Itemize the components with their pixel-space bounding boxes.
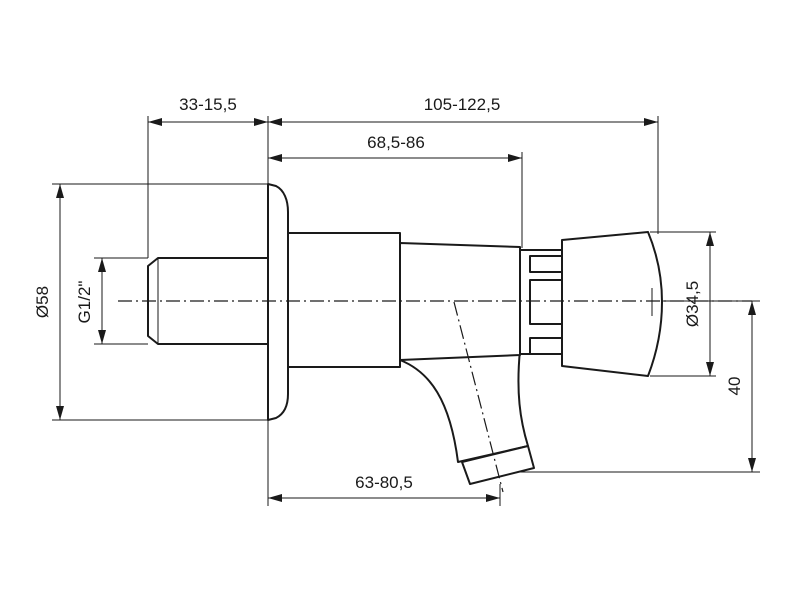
outlet-spout <box>399 349 529 463</box>
label-thread: G1/2" <box>75 281 94 324</box>
dimension-outlet-drop <box>748 301 756 472</box>
label-outlet-drop: 40 <box>725 377 744 396</box>
label-body-length: 68,5-86 <box>367 133 425 152</box>
dimension-flange-depth <box>148 118 268 126</box>
extension-lines <box>52 116 760 506</box>
dimension-thread <box>98 258 106 344</box>
ring-groove-1 <box>529 255 563 273</box>
ring-groove-3 <box>529 337 563 355</box>
dimension-knob-diameter <box>706 232 714 376</box>
label-overall-length: 105-122,5 <box>424 95 501 114</box>
label-knob-diameter: Ø34,5 <box>683 281 702 327</box>
label-outlet-offset: 63-80,5 <box>355 473 413 492</box>
outlet-nozzle <box>461 445 535 485</box>
label-flange-diameter: Ø58 <box>33 286 52 318</box>
wall-flange <box>267 183 289 421</box>
dimension-body-length <box>268 154 522 162</box>
valve-body <box>147 183 663 485</box>
outlet-axis <box>453 301 504 493</box>
push-button-knob <box>561 231 663 377</box>
dimension-outlet-offset <box>268 494 500 502</box>
main-body <box>287 232 401 368</box>
dimension-flange-diameter <box>56 184 64 420</box>
center-lines <box>118 300 752 493</box>
ring-groove-2 <box>529 279 563 325</box>
dimension-overall-length <box>268 118 658 126</box>
label-flange-depth: 33-15,5 <box>179 95 237 114</box>
